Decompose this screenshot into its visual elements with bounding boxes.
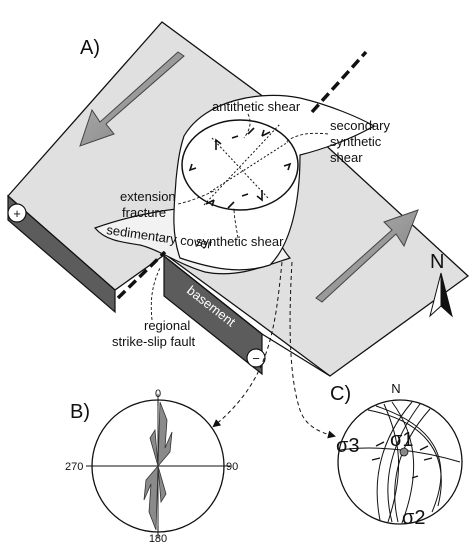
stereonet-circle [337, 399, 463, 525]
panel-a-letter: A) [80, 37, 100, 59]
stereonet-slip-markers [371, 441, 433, 479]
north-arrow: N [429, 251, 453, 318]
antithetic-shear-label: antithetic shear [212, 99, 301, 114]
shear-sense-markers [188, 127, 292, 209]
regional-fault-trace-upper [310, 50, 368, 114]
rose-tick-180: 180 [149, 533, 167, 544]
plus-symbol: + [13, 206, 21, 221]
regional-fault-trace [116, 250, 167, 300]
sigma3-label: σ3 [336, 435, 359, 457]
stereonet: C) N σ3 σ1 σ2 [330, 381, 463, 529]
panel-b-letter: B) [70, 401, 90, 423]
rose-ticks [92, 400, 224, 532]
secondary-label-line1: secondary [330, 118, 390, 133]
synthetic-shear-label: synthetic shear [196, 234, 284, 249]
minus-symbol: − [252, 351, 260, 366]
regional-fault-label-line1: regional [144, 318, 190, 333]
minus-symbol-circle [246, 348, 266, 368]
left-motion-arrow [79, 51, 185, 147]
extension-fracture-line2: fracture [122, 205, 166, 220]
secondary-label-line2: synthetic [330, 134, 382, 149]
great-circles [339, 401, 461, 524]
strain-ellipse [181, 119, 299, 211]
rose-tick-0: 0 [155, 388, 161, 400]
right-motion-arrow [315, 209, 419, 303]
secondary-synthetic-plane [209, 141, 289, 193]
north-arrow-label: N [430, 251, 444, 273]
antithetic-shear-plane [211, 137, 269, 199]
block-diagram: + − antithetic shear secondary synthetic… [7, 21, 470, 377]
secondary-label-line3: shear [330, 150, 363, 165]
stereonet-north-label: N [391, 381, 400, 396]
synthetic-shear-plane [203, 123, 281, 206]
sigma2-label: σ2 [402, 507, 425, 529]
rose-petals [143, 401, 173, 531]
plus-symbol-circle [7, 203, 27, 223]
regional-fault-label-line2: strike-slip fault [112, 334, 195, 349]
rose-diagram: B) 0 90 180 270 [65, 388, 238, 544]
connector-arrows [212, 261, 336, 439]
rose-tick-270: 270 [65, 461, 83, 473]
leader-lines [150, 113, 329, 321]
extension-fracture-line1: extension [120, 189, 176, 204]
rose-tick-90: 90 [226, 461, 238, 473]
sigma1-label: σ1 [390, 429, 413, 451]
panel-c-letter: C) [330, 383, 351, 405]
